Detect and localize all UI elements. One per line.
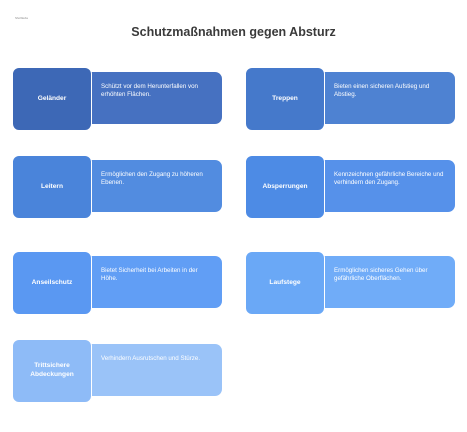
page-title: Schutzmaßnahmen gegen Absturz [131,25,336,39]
card-laufstege: Ermöglichen sicheres Gehen über gefährli… [245,251,455,315]
card-trittsichere-abdeckungen: Verhindern Ausrutschen und Stürze. Tritt… [12,339,222,403]
card-description: Bieten einen sicheren Aufstieg und Absti… [315,72,455,124]
card-label: Absperrungen [245,155,325,219]
card-label: Trittsichere Abdeckungen [12,339,92,403]
card-description: Ermöglichen sicheres Gehen über gefährli… [315,256,455,308]
card-description: Bietet Sicherheit bei Arbeiten in der Hö… [82,256,222,308]
card-description: Ermöglichen den Zugang zu höheren Ebenen… [82,160,222,212]
card-description: Verhindern Ausrutschen und Stürze. [82,344,222,396]
card-gelaender: Schützt vor dem Herunterfallen von erhöh… [12,67,222,131]
card-absperrungen: Kennzeichnen gefährliche Bereiche und ve… [245,155,455,219]
card-label: Laufstege [245,251,325,315]
card-anseilschutz: Bietet Sicherheit bei Arbeiten in der Hö… [12,251,222,315]
logo: ShoWebs [15,16,28,20]
card-description: Kennzeichnen gefährliche Bereiche und ve… [315,160,455,212]
card-label: Geländer [12,67,92,131]
card-treppen: Bieten einen sicheren Aufstieg und Absti… [245,67,455,131]
card-label: Anseilschutz [12,251,92,315]
card-leitern: Ermöglichen den Zugang zu höheren Ebenen… [12,155,222,219]
card-description: Schützt vor dem Herunterfallen von erhöh… [82,72,222,124]
card-label: Leitern [12,155,92,219]
card-label: Treppen [245,67,325,131]
